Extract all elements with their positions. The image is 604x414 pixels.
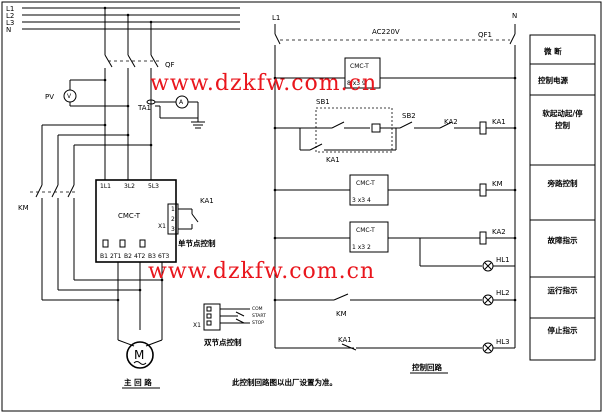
phase-label-l2: L2	[6, 12, 14, 20]
top-terminal-1l1: 1L1	[100, 183, 111, 190]
control-l1-label: L1	[272, 14, 280, 22]
ka2-coil	[479, 231, 487, 245]
pin-2: 2	[171, 216, 175, 223]
ka1-contact-label: KA1	[200, 197, 214, 205]
main-circuit-title: 主 回 路	[124, 377, 152, 387]
hl3-label: HL3	[496, 338, 510, 346]
hl1-label: HL1	[496, 256, 510, 264]
km-coil	[479, 183, 487, 197]
cmc-t-soft-starter	[95, 179, 177, 263]
bottom-terminal-b3: B3	[148, 253, 156, 260]
voltage-label: AC220V	[372, 28, 400, 36]
cmc-t-label: CMC-T	[118, 212, 141, 220]
pin-3: 3	[171, 226, 175, 233]
legend-item-bypass: 旁路控制	[547, 179, 578, 188]
legend-table: 微 断 控制电源 软起动起/停控制 旁路控制 故障指示 运行指示 停止指示	[529, 34, 596, 361]
row1-pins: 8 x3 9	[347, 80, 366, 87]
top-terminal-3l2: 3L2	[124, 183, 135, 190]
svg-text:V: V	[67, 93, 72, 100]
qf1-label: QF1	[478, 31, 492, 39]
bottom-terminal-b2: B2	[124, 253, 132, 260]
x1-dual-label: X1	[193, 322, 201, 329]
x1-label: X1	[158, 223, 166, 230]
control-n-label: N	[512, 12, 517, 20]
legend-item-fault: 故障指示	[547, 236, 578, 245]
factory-setting-note: 此控制回路图以出厂设置为准。	[232, 377, 337, 387]
svg-text:M: M	[134, 348, 144, 362]
km-label: KM	[18, 204, 29, 212]
svg-text:A: A	[179, 99, 184, 106]
dual-label-start: START	[252, 313, 266, 319]
legend-item-breaker: 微 断	[543, 46, 562, 56]
double-node-control-label: 双节点控制	[204, 337, 242, 347]
phase-label-l3: L3	[6, 19, 14, 27]
watermark-bottom: www.dzkfw.com.cn	[148, 259, 375, 284]
pin-1: 1	[171, 206, 175, 213]
cmc-t-fault-box	[349, 221, 389, 253]
dual-node-terminal	[203, 303, 221, 331]
cmc-t-supply-box	[344, 57, 381, 89]
phase-label-l1: L1	[6, 5, 14, 13]
ka2-coil-label: KA2	[492, 228, 506, 236]
dual-label-stop: STOP	[252, 320, 264, 326]
sb1-dashed-box	[315, 107, 393, 153]
hl2-label: HL2	[496, 289, 510, 297]
ka1-stop-label: KA1	[338, 336, 352, 344]
motor-icon	[126, 341, 154, 369]
row4-pins: 1 x3 2	[352, 244, 371, 251]
single-node-control-label: 单节点控制	[178, 238, 216, 248]
row4-cmc-label: CMC-T	[356, 227, 375, 234]
bottom-terminal-4t2: 4T2	[134, 253, 145, 260]
ka2-nc-label: KA2	[444, 118, 458, 126]
ka1-coil	[479, 121, 487, 135]
terminal-block-x1	[167, 203, 179, 235]
row3-cmc-label: CMC-T	[356, 180, 375, 187]
pv-label: PV	[45, 93, 54, 101]
km-coil-label: KM	[492, 180, 503, 188]
legend-item-run: 运行指示	[547, 286, 578, 295]
bottom-terminal-b1: B1	[100, 253, 108, 260]
sb1-label: SB1	[316, 98, 330, 106]
legend-item-stop: 停止指示	[547, 326, 578, 335]
top-terminal-5l3: 5L3	[148, 183, 159, 190]
control-circuit-title: 控制回路	[412, 362, 442, 372]
qf-label: QF	[165, 61, 175, 69]
phase-label-n: N	[6, 26, 11, 34]
ka1-coil-label: KA1	[492, 118, 506, 126]
ta1-label: TA1	[137, 104, 151, 112]
control-circuit: L1 N AC220V QF1 CMC-T 8 x3 9 SB1 SB2	[272, 12, 517, 374]
main-circuit: L1 L2 L3 N QF V PV TA1 A	[6, 5, 266, 389]
row1-cmc-label: CMC-T	[350, 63, 369, 70]
watermark-top: www.dzkfw.com.cn	[150, 71, 377, 96]
legend-item-control-power: 控制电源	[538, 75, 568, 85]
ka1-hold-label: KA1	[326, 156, 340, 164]
sb2-label: SB2	[402, 112, 416, 120]
legend-item-soft-start: 软起动起/停控制	[542, 109, 583, 130]
row3-pins: 3 x3 4	[352, 197, 371, 204]
dual-label-com: COM	[252, 306, 263, 312]
km-run-label: KM	[336, 310, 347, 318]
bottom-terminal-2t1: 2T1	[110, 253, 121, 260]
bottom-terminal-6t3: 6T3	[158, 253, 169, 260]
